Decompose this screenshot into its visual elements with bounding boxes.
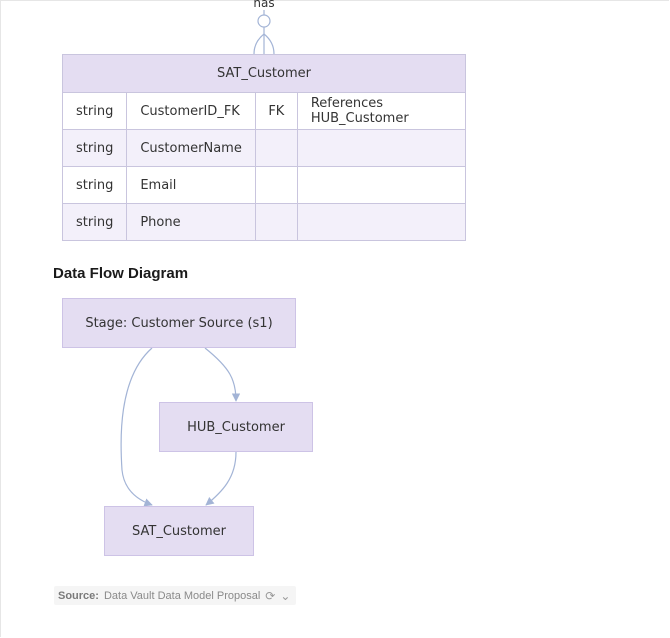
relationship-label: has — [253, 0, 275, 10]
attr-comment — [296, 129, 467, 167]
attr-type: string — [61, 166, 128, 204]
node-stage-customer-source: Stage: Customer Source (s1) — [62, 298, 296, 348]
attr-comment — [296, 166, 467, 204]
attr-key — [254, 166, 298, 204]
attr-type: string — [61, 129, 128, 167]
attr-name: Email — [126, 166, 256, 204]
table-row: string CustomerName — [61, 129, 467, 167]
table-row: string CustomerID_FK FK References HUB_C… — [61, 92, 467, 130]
source-text: Data Vault Data Model Proposal — [103, 589, 261, 602]
source-bar: Source: Data Vault Data Model Proposal ⟳… — [54, 586, 297, 605]
attr-key — [254, 203, 298, 241]
attr-name: CustomerName — [126, 129, 256, 167]
attr-comment: References HUB_Customer — [296, 92, 467, 130]
node-sat-customer: SAT_Customer — [104, 506, 254, 556]
node-hub-customer: HUB_Customer — [159, 402, 313, 452]
relationship-crowsfoot — [253, 10, 275, 55]
refresh-icon[interactable]: ⟳ — [265, 588, 276, 603]
source-label: Source: — [58, 589, 99, 602]
entity-title: SAT_Customer — [62, 54, 466, 93]
edge-hub-to-sat — [205, 451, 237, 506]
attr-type: string — [61, 203, 128, 241]
attr-key: FK — [254, 92, 298, 130]
section-heading: Data Flow Diagram — [53, 265, 189, 282]
attr-name: Phone — [126, 203, 256, 241]
table-row: string Email — [61, 166, 467, 204]
chevron-down-icon[interactable]: ⌄ — [280, 588, 291, 603]
table-row: string Phone — [61, 203, 467, 241]
attr-name: CustomerID_FK — [126, 92, 256, 130]
attr-comment — [296, 203, 467, 241]
attr-type: string — [61, 92, 128, 130]
edge-stage-to-sat — [120, 347, 153, 507]
attr-key — [254, 129, 298, 167]
edge-stage-to-hub — [204, 347, 241, 402]
entity-sat-customer: SAT_Customer string CustomerID_FK FK Ref… — [61, 54, 467, 241]
